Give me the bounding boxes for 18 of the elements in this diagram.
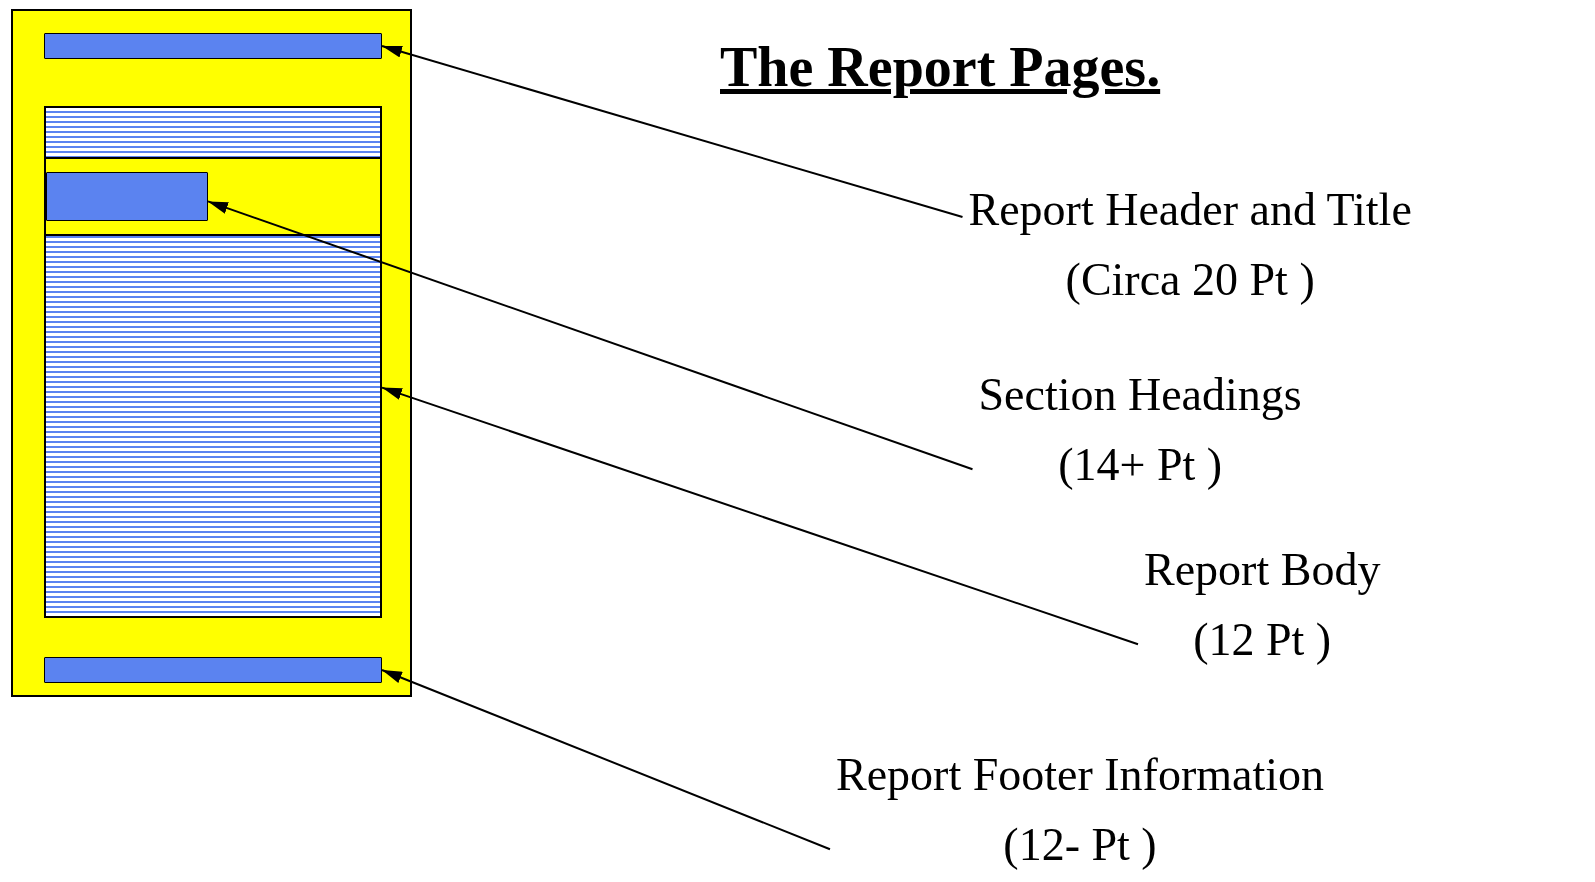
leader-line [207, 200, 974, 471]
section-heading-bar [46, 172, 208, 221]
header-bar [44, 33, 382, 59]
callout-note: (14+ Pt ) [1057, 438, 1224, 492]
callout-heading: Section Headings [978, 368, 1302, 422]
callout-note: (12 Pt ) [1192, 613, 1333, 667]
leader-line [381, 669, 831, 851]
footer-bar [44, 657, 382, 683]
page-sheet [11, 9, 412, 697]
callout-heading: Report Footer Information [836, 748, 1324, 802]
callout-heading: Report Header and Title [968, 183, 1412, 237]
body-text-area [44, 106, 382, 618]
leader-line [381, 45, 964, 218]
callout-note: (12- Pt ) [1002, 818, 1158, 872]
callout-note: (Circa 20 Pt ) [1064, 253, 1316, 307]
title: The Report Pages. [720, 35, 1161, 99]
callout-heading: Report Body [1144, 543, 1381, 597]
leader-line [381, 386, 1139, 646]
